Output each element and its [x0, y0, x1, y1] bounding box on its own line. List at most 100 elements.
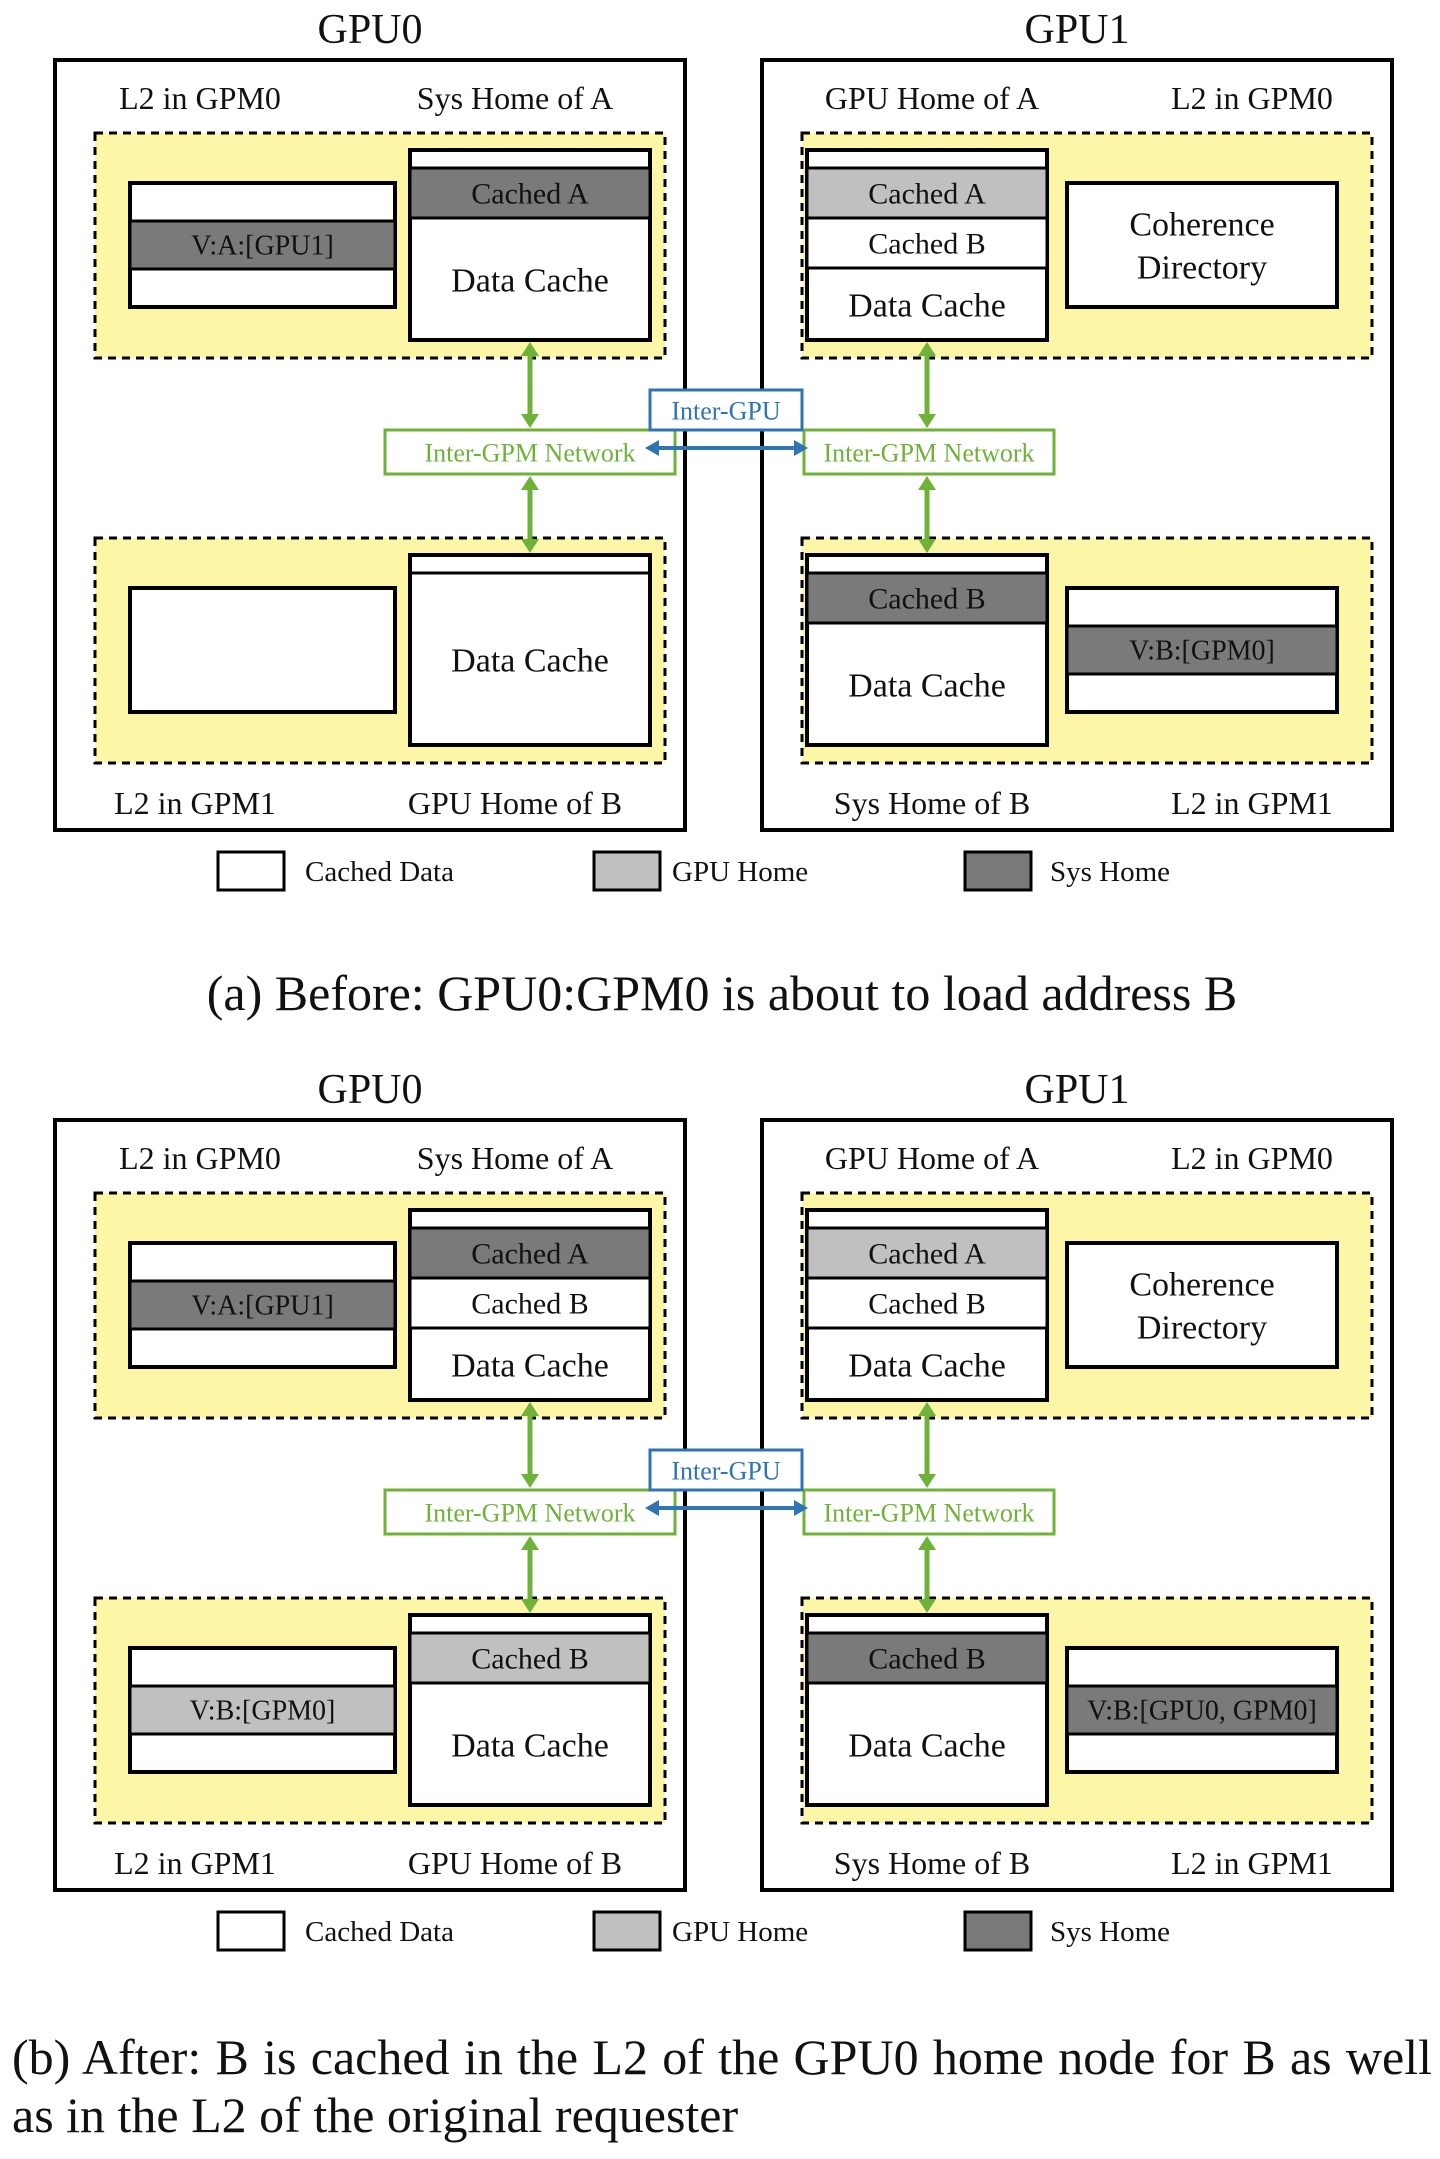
gpu1-bottom-link-head-top — [918, 476, 936, 490]
gpu1-top-link-head-top — [918, 342, 936, 356]
inter-gpu-arrow-head-right — [794, 1500, 808, 1516]
gpu0-top-left-label: L2 in GPM0 — [119, 1140, 281, 1176]
legend-label-gpu: GPU Home — [672, 856, 808, 888]
legend-swatch-data — [216, 850, 286, 892]
gpu1-bottom-link-head-bottom — [918, 539, 936, 553]
gpu1-top-left-label: GPU Home of A — [825, 80, 1039, 116]
gpu1-bottom-directory-entry-label: V:B:[GPU0, GPM0] — [1087, 1696, 1317, 1727]
caption-after: (b) After: B is cached in the L2 of the … — [12, 2029, 1432, 2143]
gpu0-top-data-cache-row-1-label: Cached A — [471, 1238, 589, 1271]
gpu1-bottom-link-head-top — [918, 1536, 936, 1550]
gpu1-coherence-box — [1065, 1241, 1339, 1369]
legend-label-gpu: GPU Home — [672, 1916, 808, 1948]
gpu1-frame — [760, 1118, 1394, 1892]
gpu0-bottom-left-label: L2 in GPM1 — [114, 785, 276, 821]
gpu0-top-directory-entry-label: V:A:[GPU1] — [191, 1291, 334, 1322]
gpu0-top-right-label: Sys Home of A — [417, 1140, 613, 1176]
gpu0-frame — [53, 1118, 687, 1892]
gpu0-top-directory-entry — [128, 1279, 397, 1331]
inter-gpu-box — [648, 388, 804, 432]
gpu1-top-data-cache-row-1-label: Cached A — [868, 1238, 986, 1271]
gpu0-network-label: Inter-GPM Network — [424, 1499, 635, 1528]
gpu1-network-box — [802, 428, 1056, 476]
gpu1-top-right-label: L2 in GPM0 — [1171, 80, 1333, 116]
gpu1-top-link-head-bottom — [918, 1474, 936, 1488]
gpu1-top-data-cache-label: Data Cache — [848, 288, 1006, 325]
gpu1-network-box — [802, 1488, 1056, 1536]
legend-swatch-data — [216, 1910, 286, 1952]
gpu0-frame — [53, 58, 687, 832]
gpu1-coherence-line2: Directory — [1137, 1310, 1267, 1347]
gpu0-bottom-data-cache-label: Data Cache — [451, 643, 609, 680]
legend-swatch-gpu — [592, 1910, 662, 1952]
gpu1-bottom-directory-entry — [1065, 624, 1339, 676]
gpu0-bottom-link-head-top — [521, 476, 539, 490]
gpu1-coherence-line1: Coherence — [1129, 1267, 1274, 1304]
gpu0-bottom-data-cache-label: Data Cache — [451, 1728, 609, 1765]
inter-gpu-arrow-head-left — [645, 440, 659, 456]
gpu0-top-data-cache-label: Data Cache — [451, 263, 609, 300]
gpu1-bottom-data-cache-label: Data Cache — [848, 668, 1006, 705]
gpu0-bottom-right-label: GPU Home of B — [408, 1845, 622, 1881]
inter-gpu-arrow-head-left — [645, 1500, 659, 1516]
gpu0-top-directory-entry-label: V:A:[GPU1] — [191, 231, 334, 262]
gpu0-top-data-cache-row-1-label: Cached A — [471, 178, 589, 211]
gpu1-top-right-label: L2 in GPM0 — [1171, 1140, 1333, 1176]
gpu1-bottom-data-cache-row-1 — [805, 1631, 1049, 1685]
gpu1-bottom-link-head-bottom — [918, 1599, 936, 1613]
gpu0-top-link-head-top — [521, 1402, 539, 1416]
legend-label-sys: Sys Home — [1050, 1916, 1170, 1948]
gpu0-top-link-head-bottom — [521, 1474, 539, 1488]
inter-gpu-label: Inter-GPU — [671, 397, 780, 426]
gpu1-bottom-data-cache-label: Data Cache — [848, 1728, 1006, 1765]
gpu0-top-data-cache-label: Data Cache — [451, 1348, 609, 1385]
gpu0-top-directory-entry — [128, 219, 397, 271]
gpu0-bottom-data-cache-row-1-label: Cached B — [471, 1643, 588, 1676]
gpu0-top-data-cache-row-1 — [408, 1226, 652, 1280]
gpu0-bottom-data-cache-box — [408, 553, 652, 747]
gpu0-bottom-right-label: GPU Home of B — [408, 785, 622, 821]
gpu0-title: GPU0 — [317, 7, 422, 53]
gpu1-bottom-data-cache-row-1-label: Cached B — [868, 1643, 985, 1676]
inter-gpu-label: Inter-GPU — [671, 1457, 780, 1486]
legend-label-data: Cached Data — [305, 1916, 454, 1948]
gpu0-network-box — [383, 1488, 677, 1536]
gpu0-top-data-cache-row-2 — [408, 1276, 652, 1330]
gpu1-top-data-cache-row-2-label: Cached B — [868, 228, 985, 261]
gpu0-bottom-link-head-bottom — [521, 1599, 539, 1613]
gpu1-top-data-cache-row-2 — [805, 216, 1049, 270]
gpu0-bottom-link-head-bottom — [521, 539, 539, 553]
gpu1-top-link-head-bottom — [918, 414, 936, 428]
gpu1-title: GPU1 — [1024, 7, 1129, 53]
gpu0-top-data-cache-row-2-label: Cached B — [471, 1288, 588, 1321]
gpu0-bottom-directory-entry — [128, 1684, 397, 1736]
gpu0-top-link-head-top — [521, 342, 539, 356]
gpu0-top-link-head-bottom — [521, 414, 539, 428]
legend-swatch-gpu — [592, 850, 662, 892]
gpu0-top-data-cache-row-1 — [408, 166, 652, 220]
gpu1-top-link-head-top — [918, 1402, 936, 1416]
gpu0-bottom-directory-box — [128, 586, 397, 714]
gpu1-bottom-right-label: L2 in GPM1 — [1171, 1845, 1333, 1881]
gpu0-bottom-link-head-top — [521, 1536, 539, 1550]
gpu1-bottom-left-label: Sys Home of B — [834, 785, 1030, 821]
gpu0-top-left-label: L2 in GPM0 — [119, 80, 281, 116]
gpu0-network-label: Inter-GPM Network — [424, 439, 635, 468]
gpu1-top-data-cache-label: Data Cache — [848, 1348, 1006, 1385]
gpu1-frame — [760, 58, 1394, 832]
legend-label-sys: Sys Home — [1050, 856, 1170, 888]
gpu1-top-left-label: GPU Home of A — [825, 1140, 1039, 1176]
gpu0-top-right-label: Sys Home of A — [417, 80, 613, 116]
gpu1-network-label: Inter-GPM Network — [823, 1499, 1034, 1528]
caption-before: (a) Before: GPU0:GPM0 is about to load a… — [206, 965, 1238, 1021]
gpu1-bottom-data-cache-row-1-label: Cached B — [868, 583, 985, 616]
gpu1-bottom-directory-entry — [1065, 1684, 1339, 1736]
legend-swatch-sys — [963, 850, 1033, 892]
gpu0-bottom-left-label: L2 in GPM1 — [114, 1845, 276, 1881]
gpu0-bottom-data-cache-row-1 — [408, 1631, 652, 1685]
gpu1-coherence-box — [1065, 181, 1339, 309]
